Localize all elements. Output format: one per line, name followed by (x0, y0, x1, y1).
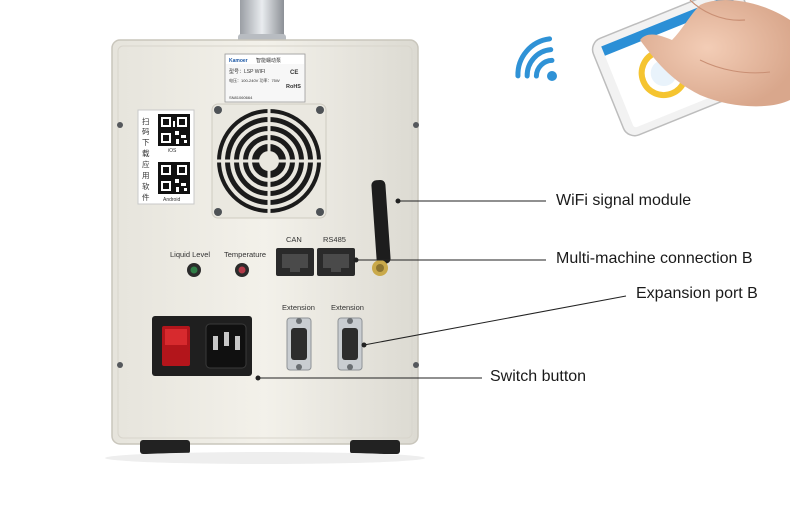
liquid-level-label: Liquid Level (170, 250, 210, 259)
qr-chinese-text: 扫 码 下 载 应 用 软 件 (142, 116, 150, 202)
temperature-label: Temperature (224, 250, 266, 259)
sensor-ports: Liquid Level Temperature (170, 250, 266, 277)
callout-multi-machine-connection: Multi-machine connection B (556, 250, 753, 267)
extension-port-1 (286, 317, 312, 371)
power-module (152, 316, 252, 376)
callout-expansion-port: Expansion port B (636, 285, 758, 302)
ce-mark: CE (290, 70, 298, 76)
qr-code-ios (158, 114, 190, 146)
wifi-antenna (371, 179, 391, 276)
device-feet (105, 440, 425, 464)
svg-text:应: 应 (142, 159, 150, 169)
svg-text:载: 载 (142, 148, 150, 158)
svg-text:软: 软 (142, 181, 150, 191)
label-power: 电压：100-240V 功率：75W (229, 77, 280, 83)
extension-ports: Extension Extension (282, 303, 364, 371)
svg-text:码: 码 (142, 127, 150, 136)
rs485-label: RS485 (323, 235, 346, 244)
qr-code-android (158, 162, 190, 194)
callout-switch-button: Switch button (490, 368, 587, 385)
callout-wifi-signal-module: WiFi signal module (556, 192, 692, 209)
qr-android-label: Android (163, 197, 180, 203)
network-ports: CAN RS485 (276, 235, 355, 276)
label-serial: SN81060664 (229, 95, 253, 100)
extension-1-label: Extension (282, 303, 315, 312)
wifi-icon (515, 36, 557, 81)
extension-2-label: Extension (331, 303, 364, 312)
svg-text:下: 下 (142, 138, 150, 147)
rohs-mark: RoHS (286, 84, 301, 90)
svg-text:扫: 扫 (142, 116, 150, 126)
smartphone-with-hand (591, 0, 790, 137)
qr-sticker: 扫 码 下 载 应 用 软 件 iOS (137, 109, 195, 205)
qr-ios-label: iOS (168, 148, 177, 154)
svg-text:用: 用 (142, 171, 150, 180)
can-label: CAN (286, 235, 302, 244)
extension-port-2 (337, 317, 363, 371)
label-brand: Kamoer (229, 58, 248, 64)
label-model: 型号：LSP WIFI (229, 68, 265, 75)
callout-lines (255, 198, 627, 381)
svg-text:件: 件 (142, 192, 150, 202)
carry-handle (238, 0, 286, 44)
label-title: 智能蠕动泵 (256, 57, 281, 64)
spec-label: Kamoer 智能蠕动泵 型号：LSP WIFI 电压：100-240V 功率：… (224, 53, 306, 103)
cooling-fan (211, 103, 327, 219)
